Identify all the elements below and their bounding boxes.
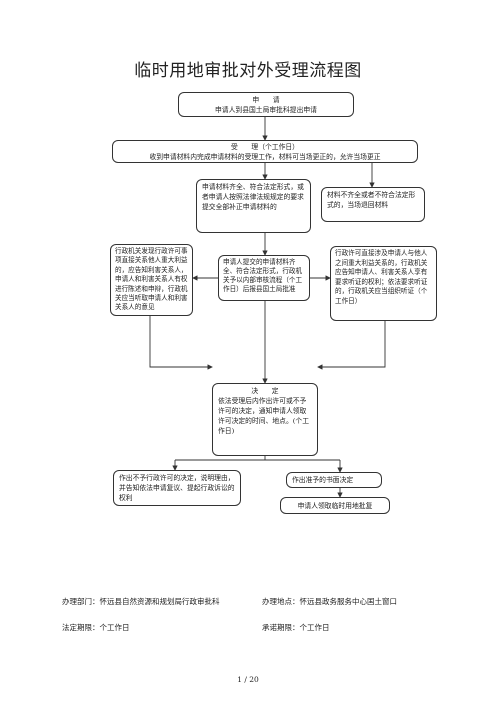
page-number: 1 / 20 <box>237 675 259 684</box>
approve-decision-text: 作出准予的书面决定 <box>292 476 354 484</box>
accept-heading: 受 理（个工作日） <box>231 143 299 151</box>
incomplete-materials-box: 材料不齐全或者不符合法定形式的，当场退回材料 <box>321 187 425 222</box>
collect-approval-text: 申请人领取临时用地批复 <box>297 502 373 510</box>
page-title: 临时用地审批对外受理流程图 <box>134 61 362 81</box>
deny-decision-box: 作出不予行政许可的决定，说明理由，并告知依法申请复议、提起行政诉讼的权利 <box>113 470 241 506</box>
hearing-box: 行政许可直接涉及申请人与他人之间重大利益关系的，行政机关应告知申请人、利害关系人… <box>330 246 437 321</box>
decision-box: 决 定 依法受理后内作出许可或不予许可的决定，通知申请人领取许可决定的时间、地点… <box>212 383 318 456</box>
incomplete-materials-text: 材料不齐全或者不符合法定形式的，当场退回材料 <box>327 191 416 209</box>
internal-review-box: 申请人提交的申请材料齐全、符合法定形式，行政机关予以内部审核流程（个工作日）后报… <box>218 255 310 301</box>
decision-heading: 决 定 <box>251 387 279 395</box>
accept-box: 受 理（个工作日） 收到申请材料内完成申请材料的受理工作，材料可当场更正的，允许… <box>112 140 418 163</box>
internal-review-text: 申请人提交的申请材料齐全、符合法定形式，行政机关予以内部审核流程（个工作日）后报… <box>223 258 303 293</box>
complete-materials-box: 申请材料齐全、符合法定形式，或者申请人按照法律法规规定的要求提交全部补正申请材料… <box>196 179 311 233</box>
deny-decision-text: 作出不予行政许可的决定，说明理由，并告知依法申请复议、提起行政诉讼的权利 <box>119 474 235 502</box>
accept-text: 收到申请材料内完成申请材料的受理工作，材料可当场更正的，允许当场更正 <box>149 153 381 161</box>
approve-decision-box: 作出准予的书面决定 <box>286 472 382 488</box>
handling-location: 办理地点：怀远县政务服务中心国土窗口 <box>262 597 397 606</box>
apply-text: 申请人到县国土局审批科提出申请 <box>215 106 317 114</box>
interested-party-box: 行政机关发现行政许可事项直接关系他人重大利益的，应告知利害关系人，申请人和利害关… <box>110 244 193 316</box>
handling-department: 办理部门：怀远县自然资源和规划局行政审批科 <box>62 597 220 606</box>
apply-box: 申 请 申请人到县国土局审批科提出申请 <box>178 92 354 117</box>
hearing-text: 行政许可直接涉及申请人与他人之间重大利益关系的，行政机关应告知申请人、利害关系人… <box>335 249 428 305</box>
apply-heading: 申 请 <box>252 96 280 104</box>
legal-time-limit: 法定期限：个工作日 <box>62 623 130 632</box>
complete-materials-text: 申请材料齐全、符合法定形式，或者申请人按照法律法规规定的要求提交全部补正申请材料… <box>202 183 304 211</box>
promised-time-limit: 承诺期限：个工作日 <box>262 623 330 632</box>
collect-approval-box: 申请人领取临时用地批复 <box>280 497 390 514</box>
interested-party-text: 行政机关发现行政许可事项直接关系他人重大利益的，应告知利害关系人，申请人和利害关… <box>115 247 188 312</box>
decision-text: 依法受理后内作出许可或不予许可的决定，通知申请人领取许可决定的时间、地点。(个工… <box>218 397 310 435</box>
